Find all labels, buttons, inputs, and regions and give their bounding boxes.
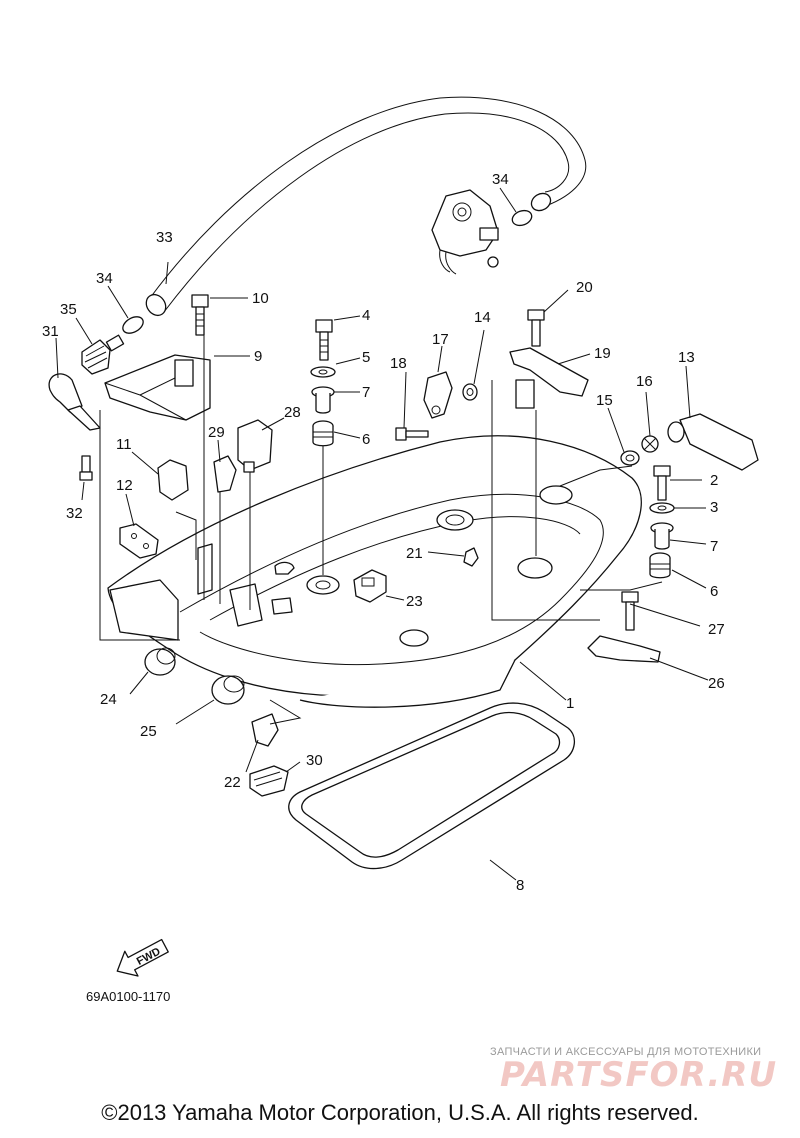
plug-part-23	[353, 569, 387, 603]
callout-11: 11	[116, 436, 132, 453]
callout-29: 29	[208, 424, 225, 441]
bolt-part-2	[653, 465, 671, 501]
bottom-cowling-part-1	[107, 435, 642, 708]
plate-part-12	[119, 523, 159, 559]
callout-16: 16	[636, 373, 653, 390]
switch-part-28	[237, 419, 273, 473]
callout-25: 25	[140, 723, 157, 740]
callout-23: 23	[406, 593, 423, 610]
grommet-part-30	[249, 765, 289, 797]
callout-6-left: 6	[362, 431, 370, 448]
callout-20: 20	[576, 279, 593, 296]
callout-5: 5	[362, 349, 370, 366]
connector-part-35	[81, 334, 125, 375]
fwd-arrow-icon: FWD	[116, 938, 169, 977]
callout-26: 26	[708, 675, 725, 692]
bolt-part-27	[621, 591, 639, 631]
fwd-label: FWD	[135, 946, 163, 968]
washer-part-16	[641, 435, 659, 453]
grommet-part-6-left	[312, 420, 334, 447]
callout-21: 21	[406, 545, 423, 562]
callout-4: 4	[362, 307, 370, 324]
plug-part-25	[211, 675, 245, 705]
clip-part-31	[48, 373, 101, 431]
bushing-part-14	[462, 383, 478, 401]
callout-34-right: 34	[492, 171, 509, 188]
fuel-pump-bracket	[431, 189, 499, 275]
callout-17: 17	[432, 331, 449, 348]
handle-part-13	[667, 413, 759, 471]
bolt-part-4	[315, 319, 333, 361]
callout-30: 30	[306, 752, 323, 769]
switch-part-29	[213, 455, 237, 493]
callout-7-left: 7	[362, 384, 370, 401]
callout-13: 13	[678, 349, 695, 366]
callout-32: 32	[66, 505, 83, 522]
watermark-tagline: ЗАПЧАСТИ И АКСЕССУАРЫ ДЛЯ МОТОТЕХНИКИ	[490, 1046, 761, 1058]
callout-1: 1	[566, 695, 574, 712]
callout-15: 15	[596, 392, 613, 409]
grommet-part-15	[620, 450, 640, 466]
callout-14: 14	[474, 309, 491, 326]
callout-labels: 33 34 35 31 10 9 4 5 7 6 34 20 17 14 18 …	[42, 171, 725, 894]
callout-31: 31	[42, 323, 59, 340]
callout-33: 33	[156, 229, 173, 246]
callout-22: 22	[224, 774, 241, 791]
damper-part-11	[157, 459, 189, 501]
screw-part-32	[79, 455, 93, 481]
lever-part-17	[423, 371, 453, 419]
callout-28: 28	[284, 404, 301, 421]
callout-34-left: 34	[96, 270, 113, 287]
seal-part-8	[288, 702, 575, 870]
bracket-part-9	[104, 354, 211, 421]
grommet-part-22	[251, 713, 279, 747]
callout-3: 3	[710, 499, 718, 516]
callout-8: 8	[516, 877, 524, 894]
callout-24: 24	[100, 691, 117, 708]
callout-35: 35	[60, 301, 77, 318]
grommet-part-6-right	[649, 552, 671, 579]
washer-part-5	[310, 366, 336, 378]
collar-part-7-right	[650, 522, 674, 550]
bolt-part-10	[191, 294, 209, 336]
callout-19: 19	[594, 345, 611, 362]
callout-18: 18	[390, 355, 407, 372]
watermark-logo: PARTSFOR.RU	[500, 1055, 777, 1095]
washer-part-3	[649, 502, 675, 514]
callout-12: 12	[116, 477, 133, 494]
collar-part-7-left	[311, 386, 335, 414]
plug-part-24	[144, 647, 176, 676]
hose-clamp-part-34-right	[511, 209, 533, 227]
callout-10: 10	[252, 290, 269, 307]
leader-lines	[55, 187, 709, 881]
hose-clamp-part-34-left	[122, 316, 144, 334]
bolt-part-20	[527, 309, 545, 347]
callout-27: 27	[708, 621, 725, 638]
callout-6-right: 6	[710, 583, 718, 600]
copyright-notice: ©2013 Yamaha Motor Corporation, U.S.A. A…	[101, 1100, 699, 1125]
bracket-part-19	[509, 347, 589, 409]
screw-part-21	[463, 547, 479, 567]
hose-part-33	[145, 96, 587, 317]
callout-7-right: 7	[710, 538, 718, 555]
bracket-part-26	[587, 635, 661, 663]
callout-2: 2	[710, 472, 718, 489]
callout-9: 9	[254, 348, 262, 365]
diagram-code: 69A0100-1170	[86, 989, 170, 1004]
bolt-part-18	[395, 427, 429, 441]
